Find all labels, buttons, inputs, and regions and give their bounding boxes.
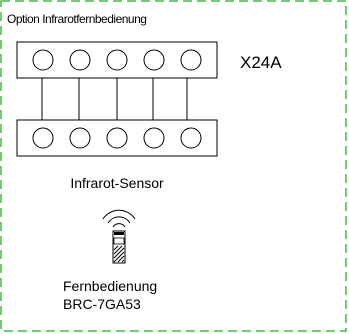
terminal-x24a-3 xyxy=(106,49,128,71)
connection-wires xyxy=(41,78,188,120)
remote-display xyxy=(113,237,125,245)
terminal-block-x24a xyxy=(16,41,218,79)
terminal-sensor-4 xyxy=(143,127,165,149)
terminal-sensor-3 xyxy=(106,127,128,149)
terminal-sensor-2 xyxy=(69,127,91,149)
terminal-x24a-4 xyxy=(143,49,165,71)
remote-label-line2: BRC-7GA53 xyxy=(63,296,141,312)
signal-wave-inner xyxy=(112,223,126,228)
terminal-sensor-1 xyxy=(32,127,54,149)
infrared-sensor-block xyxy=(16,119,218,157)
remote-label-line1: Fernbedienung xyxy=(63,278,157,294)
signal-wave-outer xyxy=(102,209,136,220)
diagram-title: Option Infrarotfernbedienung xyxy=(7,12,146,26)
terminal-x24a-2 xyxy=(69,49,91,71)
terminal-block-terminals xyxy=(32,49,202,71)
remote-top-band xyxy=(114,232,124,235)
remote-control-icon xyxy=(102,209,136,264)
remote-button-area xyxy=(113,245,125,263)
terminal-block-label: X24A xyxy=(240,53,282,72)
terminal-x24a-1 xyxy=(32,49,54,71)
sensor-terminals xyxy=(32,127,202,149)
signal-wave-middle xyxy=(107,216,131,224)
terminal-sensor-5 xyxy=(180,127,202,149)
terminal-x24a-5 xyxy=(180,49,202,71)
sensor-label: Infrarot-Sensor xyxy=(70,175,164,191)
